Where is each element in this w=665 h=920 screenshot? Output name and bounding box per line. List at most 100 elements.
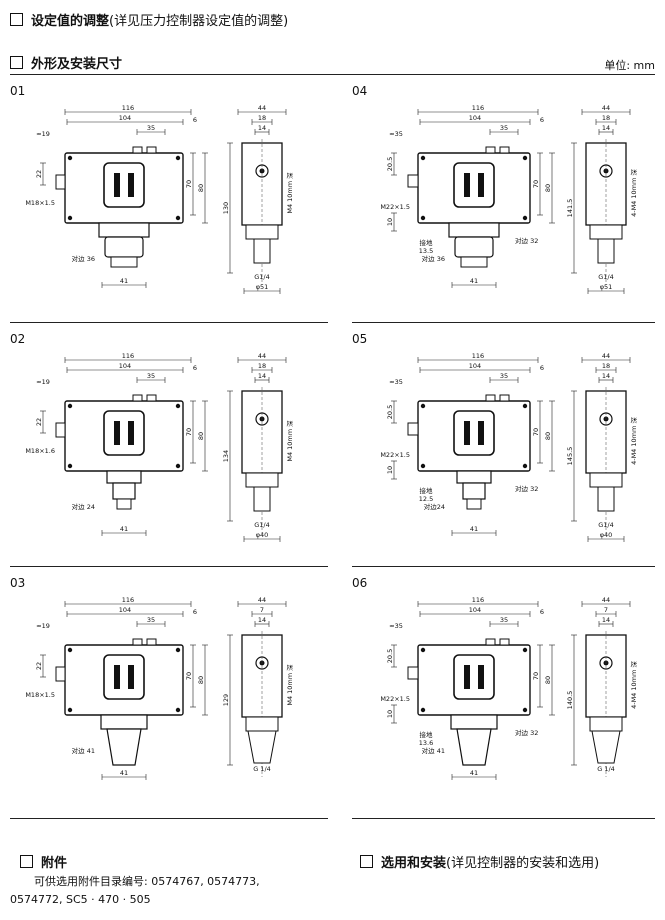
mount-screw-icon: [522, 647, 528, 653]
mount-screw-icon: [67, 463, 73, 469]
divider-row1: [10, 322, 328, 323]
mount-screw-icon: [175, 403, 181, 409]
dim-d2-label: 6: [193, 608, 197, 616]
dim-s2-label: 14: [602, 124, 610, 132]
cable-gland-icon: [407, 174, 419, 188]
dim-a-label: ≈35: [389, 622, 403, 630]
pipe-label: G1/4: [254, 521, 270, 529]
dim-s1-label: 7: [260, 606, 264, 614]
m4-label: M4 10mm 深: [285, 420, 294, 462]
dim-v3-label: 80: [197, 184, 205, 192]
section-03-label: 03: [10, 576, 26, 590]
dim-s1-label: 18: [258, 114, 266, 122]
dim-v2-label: 70: [185, 672, 193, 680]
thread-label: M18×1.5: [25, 691, 55, 699]
adjust-knob-icon: [132, 146, 143, 154]
connector-hex: [456, 470, 492, 484]
mount-screw-icon: [67, 647, 73, 653]
dim-d2-label: 6: [540, 608, 544, 616]
header-dimensions-bold: 外形及安装尺寸: [31, 57, 123, 72]
mount-screw-icon: [522, 463, 528, 469]
dim-d1-label: 35: [147, 124, 155, 132]
cable-gland-icon: [55, 422, 66, 438]
hex-label: 对边 36: [72, 254, 95, 263]
dim-s2-label: 14: [602, 372, 610, 380]
dim-d2-label: 6: [193, 116, 197, 124]
dim-v4-label: 10: [386, 466, 394, 474]
mount-screw-icon: [175, 707, 181, 713]
mount-screw-icon: [67, 215, 73, 221]
mount-screw-icon: [67, 155, 73, 161]
header-setpoint-note: (详见压力控制器设定值的调整): [109, 14, 289, 29]
unit-label: 单位: mm: [604, 59, 655, 72]
scale-window: [103, 410, 145, 456]
dim-v2-label: 70: [532, 672, 540, 680]
dim-w1-label: 116: [472, 104, 484, 112]
dim-base-label: 41: [470, 525, 478, 533]
dim-d2-label: 6: [540, 364, 544, 372]
dim-v1-label: 22: [35, 170, 43, 178]
scale-window: [103, 654, 145, 700]
dim-v1-label: 22: [35, 418, 43, 426]
mount-screw-icon: [420, 155, 426, 161]
dim-w2-label: 104: [119, 606, 131, 614]
mount-screw-icon: [175, 647, 181, 653]
side-connector-hex: [245, 716, 279, 732]
side-connector-body: [597, 238, 615, 264]
dim-s2-label: 14: [602, 616, 610, 624]
hex-label: 对边 24: [72, 502, 95, 511]
pipe-label: G1/4: [254, 273, 270, 281]
connector-hex: [448, 222, 500, 238]
thread-label: M22×1.5: [380, 451, 410, 459]
side-connector-body: [253, 238, 271, 264]
accessories-text-2: 0574772, SC5 · 470 · 505: [10, 891, 151, 909]
connector-cone: [456, 728, 492, 766]
connector-thread: [460, 256, 488, 268]
hex-label: 对边 41: [422, 746, 445, 755]
m4-label: 4-M4 10mm 深: [629, 169, 638, 217]
mount-screw-icon: [175, 215, 181, 221]
dim-d2-label: 6: [193, 364, 197, 372]
accessories-line1: 可供选用附件目录编号: 0574767, 0574773,: [34, 875, 260, 888]
dim-height-label: 129: [222, 694, 230, 706]
checkbox-icon: [360, 855, 373, 868]
dim-v2-label: 70: [185, 428, 193, 436]
section-06-label: 06: [352, 576, 368, 590]
header-setpoint-bold: 设定值的调整: [31, 14, 110, 29]
dim-v1-label: 20.5: [386, 405, 394, 419]
dim-side-label: 44: [602, 104, 610, 112]
adjust-knob-icon: [146, 394, 157, 402]
pipe-label: G 1/4: [253, 765, 271, 773]
mount-screw-icon: [420, 707, 426, 713]
scale-bar-right-icon: [128, 665, 134, 689]
dim-s1-label: 18: [258, 362, 266, 370]
mount-screw-icon: [175, 155, 181, 161]
hex2-label: 对边 32: [515, 236, 538, 245]
connector-thread: [110, 256, 138, 268]
dim-v1-label: 20.5: [386, 157, 394, 171]
accessories-line2: 0574772, SC5 · 470 · 505: [10, 893, 151, 906]
pipe-label: G1/4: [598, 273, 614, 281]
dim-a-label: ≈35: [389, 130, 403, 138]
scale-bar-right-icon: [128, 173, 134, 197]
side-connector-hex: [245, 224, 279, 240]
dim-v4-label: 10: [386, 218, 394, 226]
dim-base-label: 41: [470, 769, 478, 777]
dim-s1-label: 18: [602, 362, 610, 370]
ground-label: 接地: [420, 238, 434, 247]
selection-note: (详见控制器的安装和选用): [446, 856, 600, 871]
cable-gland-icon: [407, 422, 419, 436]
ground-label: 接地: [420, 486, 434, 495]
thread-label: M18×1.6: [25, 447, 55, 455]
dim-d2-label: 6: [540, 116, 544, 124]
scale-bar-right-icon: [128, 421, 134, 445]
scale-bar-right-icon: [478, 665, 484, 689]
dim-w2-label: 104: [469, 114, 481, 122]
dim-s1-label: 18: [602, 114, 610, 122]
divider-row2-right: [352, 566, 655, 567]
